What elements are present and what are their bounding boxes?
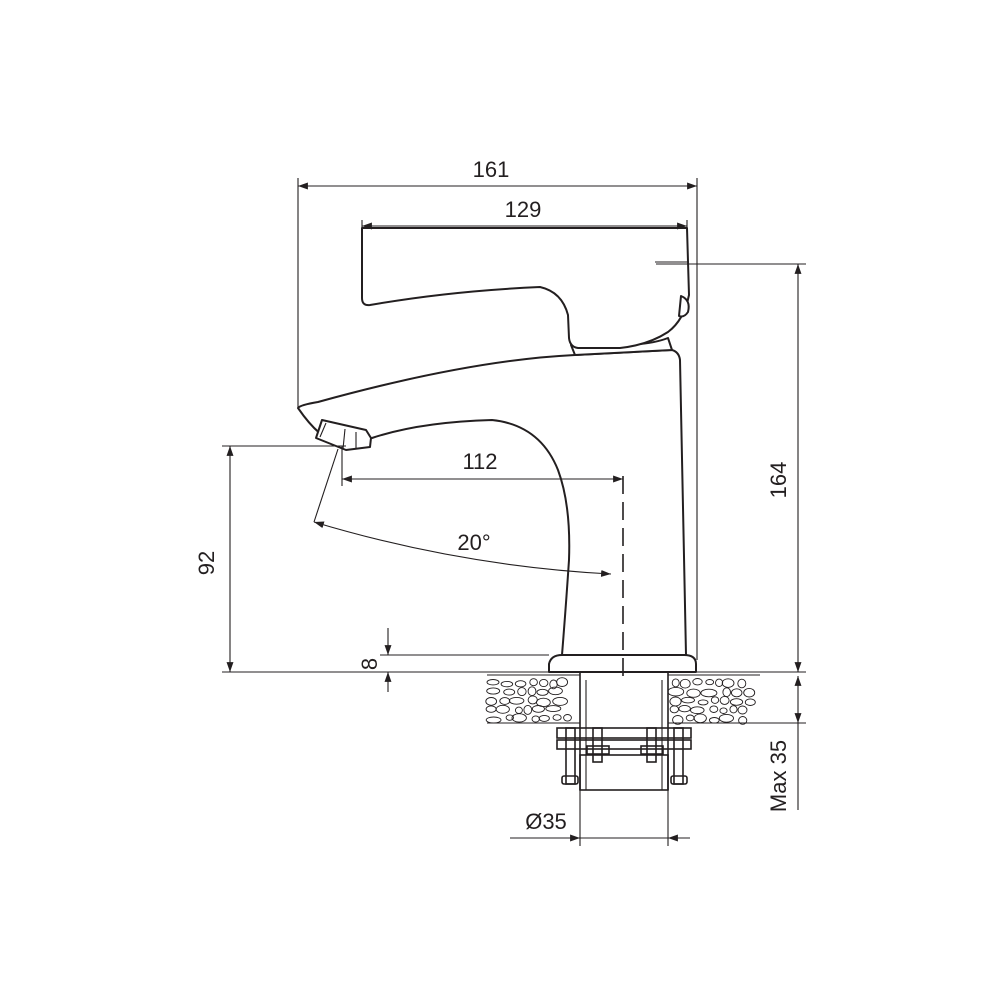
overall-height-label: 164 — [766, 462, 791, 499]
stone-pebble — [523, 704, 533, 715]
stone-pebble — [681, 696, 695, 704]
stone-pebble — [669, 705, 679, 714]
handle-end-cap — [678, 295, 690, 318]
stone-pebble — [495, 704, 510, 714]
lever-handle — [361, 227, 690, 349]
spout-height-label: 92 — [194, 551, 219, 575]
stone-pebble — [531, 715, 540, 723]
stone-pebble — [527, 686, 537, 697]
base-height-label: 8 — [357, 658, 382, 670]
dimension-spout-height: 92 — [194, 445, 549, 673]
spout-body — [297, 349, 687, 656]
stone-pebble — [708, 717, 720, 724]
aerator — [315, 419, 372, 451]
stone-pebble — [517, 687, 527, 697]
stone-pebble — [538, 714, 550, 722]
stone-pebble — [485, 716, 502, 724]
stone-pebble — [552, 696, 568, 706]
max-thickness-label: Max 35 — [766, 740, 791, 812]
stone-pebble — [552, 714, 562, 721]
spout-reach-label: 112 — [462, 449, 497, 474]
stone-pebble — [545, 705, 562, 713]
stone-pebble — [485, 697, 498, 706]
stone-pebble — [671, 678, 680, 688]
overall-width-label: 161 — [473, 157, 510, 182]
spout-angle-label: 20° — [457, 530, 490, 555]
stone-pebble — [709, 705, 719, 713]
stone-pebble — [508, 696, 525, 705]
stone-pebble — [700, 688, 718, 698]
stone-pebble — [729, 705, 738, 714]
stone-pebble — [514, 680, 527, 688]
stone-pebble — [485, 705, 497, 713]
stone-pebble — [536, 688, 549, 696]
stone-pebble — [737, 678, 747, 689]
stone-pebble — [500, 680, 514, 688]
stone-pebble — [690, 706, 705, 715]
stone-pebble — [719, 707, 728, 714]
stone-texture-right — [667, 678, 756, 725]
stone-pebble — [697, 699, 709, 706]
stone-pebble — [486, 687, 501, 695]
stone-texture-left — [485, 677, 572, 724]
stone-pebble — [738, 716, 748, 725]
dimension-base-height: 8 — [357, 628, 549, 692]
stone-pebble — [722, 687, 731, 698]
stone-pebble — [529, 678, 538, 687]
stone-pebble — [729, 698, 744, 706]
dimension-spout-reach: 112 — [341, 446, 624, 678]
stone-pebble — [715, 678, 724, 687]
dimension-handle-length: 129 — [361, 197, 688, 232]
stone-pebble — [692, 678, 703, 686]
stone-pebble — [743, 687, 756, 698]
stone-pebble — [737, 705, 748, 715]
stone-pebble — [669, 696, 682, 707]
stone-pebble — [679, 678, 691, 689]
stone-pebble — [531, 705, 545, 713]
hole-diameter-label: Ø35 — [525, 809, 567, 834]
stone-pebble — [556, 677, 569, 687]
mounting-hardware — [556, 672, 692, 791]
countertop-section — [485, 674, 760, 725]
stone-pebble — [539, 678, 549, 688]
stone-pebble — [719, 695, 730, 705]
dimension-overall-width: 161 — [297, 157, 698, 660]
stone-pebble — [527, 695, 538, 705]
stone-pebble — [503, 688, 516, 696]
stone-pebble — [672, 715, 684, 725]
dimension-overall-height: 164 — [656, 263, 806, 673]
dimension-spout-angle: 20° — [313, 448, 612, 577]
stone-pebble — [514, 706, 523, 714]
stone-pebble — [721, 678, 735, 688]
dimension-hole-diameter: Ø35 — [510, 790, 690, 846]
stone-pebble — [486, 679, 500, 686]
stone-pebble — [505, 714, 514, 721]
stone-pebble — [667, 686, 685, 697]
stone-pebble — [678, 704, 691, 713]
stone-pebble — [693, 713, 707, 724]
handle-length-label: 129 — [505, 197, 542, 222]
stone-pebble — [511, 713, 527, 723]
dimension-max-thickness: Max 35 — [760, 676, 806, 812]
stone-pebble — [710, 696, 720, 704]
stone-pebble — [499, 697, 511, 705]
stone-pebble — [744, 698, 756, 706]
stone-pebble — [685, 714, 695, 722]
stone-pebble — [686, 688, 701, 698]
stone-pebble — [563, 714, 572, 722]
stone-pebble — [718, 713, 734, 723]
stone-pebble — [548, 686, 563, 696]
stone-pebble — [730, 688, 743, 698]
stone-pebble — [705, 679, 715, 686]
